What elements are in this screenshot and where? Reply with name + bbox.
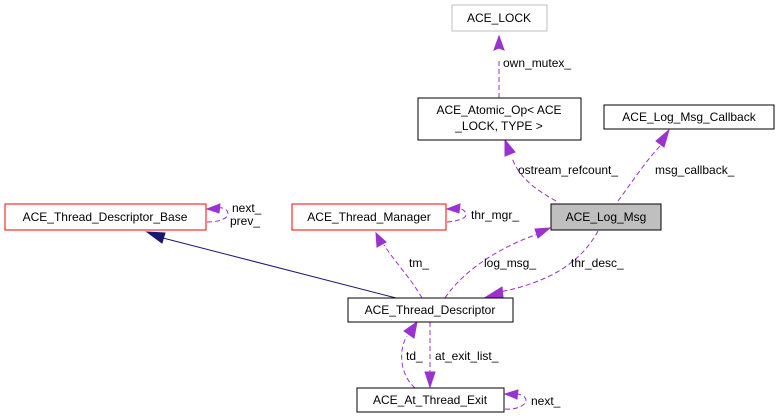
edge-label-next: next_ <box>232 201 262 215</box>
edge-next-prev-arrowhead <box>205 203 221 214</box>
edge-label-ostream-refcount: ostream_refcount_ <box>518 163 618 177</box>
edge-own-mutex-arrowhead <box>493 34 505 51</box>
edge-label-msg-callback: msg_callback_ <box>655 163 735 177</box>
node-label: ACE_Log_Msg <box>566 210 647 224</box>
edge-label-thr-mgr: thr_mgr_ <box>471 208 519 222</box>
edge-label-thr-desc: thr_desc_ <box>571 256 624 270</box>
edge-td <box>401 335 416 389</box>
edge-ate-next-arrowhead <box>503 389 519 400</box>
edge-label-own-mutex: own_mutex_ <box>503 56 571 70</box>
edge-tm <box>383 244 423 299</box>
node-label: ACE_Thread_Manager <box>307 210 430 224</box>
edge-log-msg <box>444 233 539 299</box>
node-thread-descriptor[interactable]: ACE_Thread_Descriptor <box>347 297 514 323</box>
edge-ostream-refcount-arrowhead <box>504 138 516 157</box>
edge-inheritance-arrowhead <box>145 231 166 244</box>
node-thread-descriptor-base[interactable]: ACE_Thread_Descriptor_Base <box>4 203 207 231</box>
edge-ate-next-loop <box>504 393 527 410</box>
edge-label-prev: prev_ <box>230 214 260 228</box>
edges-layer: own_mutex_ ostream_refcount_ msg_callbac… <box>145 34 735 410</box>
node-label-line-1: ACE_Atomic_Op< ACE <box>436 103 561 117</box>
edge-next-prev-loop <box>206 207 229 223</box>
edge-msg-callback <box>617 145 661 202</box>
node-label-line-2: _LOCK, TYPE > <box>454 119 543 133</box>
edge-label-td: td_ <box>406 349 423 363</box>
edge-at-exit-list-arrowhead <box>424 371 436 389</box>
node-log-msg-callback[interactable]: ACE_Log_Msg_Callback <box>603 104 775 130</box>
node-label: ACE_LOCK <box>467 11 531 25</box>
node-label: ACE_Thread_Descriptor_Base <box>23 210 188 224</box>
edge-td-arrowhead <box>403 320 418 339</box>
nodes-layer: ACE_LOCK ACE_Atomic_Op< ACE _LOCK, TYPE … <box>4 4 775 413</box>
edge-label-tm: tm_ <box>409 256 429 270</box>
edge-msg-callback-arrowhead <box>655 128 670 148</box>
edge-label-log-msg: log_msg_ <box>484 256 536 270</box>
node-label: ACE_Thread_Descriptor <box>365 303 496 317</box>
edge-inheritance <box>162 237 397 299</box>
edge-thr-desc <box>499 230 599 293</box>
edge-thr-desc-arrowhead <box>484 286 504 298</box>
node-label: ACE_Log_Msg_Callback <box>622 110 756 124</box>
edge-thr-mgr-arrowhead <box>445 203 461 214</box>
node-atomic-op[interactable]: ACE_Atomic_Op< ACE _LOCK, TYPE > <box>417 97 582 141</box>
node-ace-lock[interactable]: ACE_LOCK <box>451 4 548 32</box>
edge-label-at-exit-list: at_exit_list_ <box>435 349 499 363</box>
edge-label-ate-next: next_ <box>531 394 561 408</box>
node-label: ACE_At_Thread_Exit <box>373 393 488 407</box>
edge-tm-arrowhead <box>375 231 387 248</box>
node-thread-manager[interactable]: ACE_Thread_Manager <box>291 203 447 231</box>
edge-log-msg-arrowhead <box>534 227 552 239</box>
edge-ostream-refcount <box>511 157 557 202</box>
node-log-msg[interactable]: ACE_Log_Msg <box>550 203 662 231</box>
node-at-thread-exit[interactable]: ACE_At_Thread_Exit <box>356 387 505 413</box>
edge-thr-mgr-loop <box>446 207 467 223</box>
